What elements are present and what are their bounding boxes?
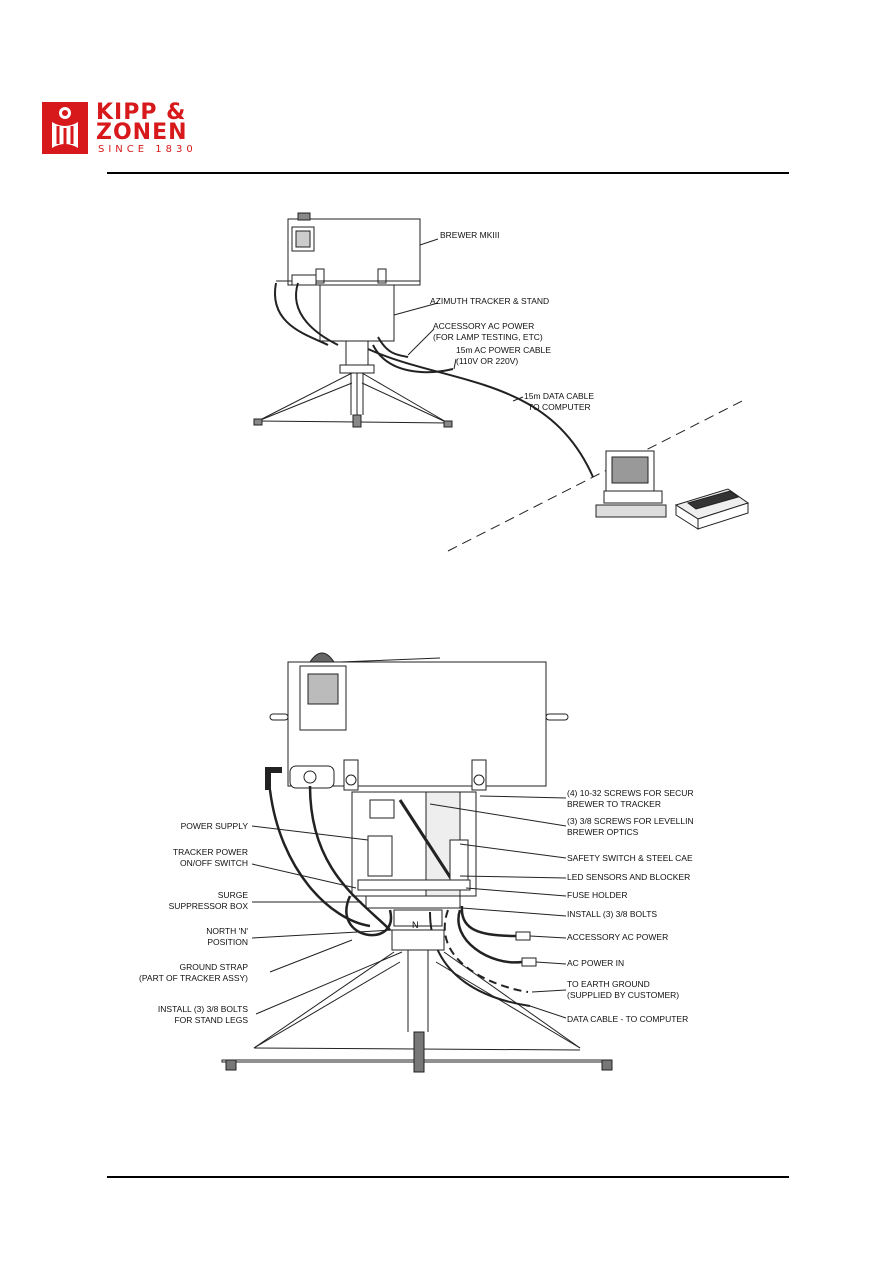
- fig2-right-label-8: ACCESSORY AC POWER: [567, 932, 668, 942]
- fig2-left-label-2: ON/OFF SWITCH: [180, 858, 248, 868]
- figure-brewer-setup: BREWER MKIII AZIMUTH TRACKER & STAND ACC…: [253, 212, 750, 552]
- logo-line1: KIPP &: [96, 100, 187, 125]
- fig2-right-label-4: SAFETY SWITCH & STEEL CAE: [567, 853, 693, 863]
- fig1-label-6: 15m DATA CABLE: [524, 391, 594, 401]
- fig2-right-label-10: TO EARTH GROUND: [567, 979, 650, 989]
- fig2-right-label-0: (4) 10-32 SCREWS FOR SECUR: [567, 788, 694, 798]
- fig2-left-label-10: FOR STAND LEGS: [174, 1015, 248, 1025]
- footer-rule: [107, 1176, 789, 1178]
- fig2-right-label-2: (3) 3/8 SCREWS FOR LEVELLIN: [567, 816, 694, 826]
- fig2-right-label-5: LED SENSORS AND BLOCKER: [567, 872, 690, 882]
- company-logo: KIPP & ZONEN SINCE 1830: [40, 100, 220, 160]
- fig2-left-label-0: POWER SUPPLY: [181, 821, 249, 831]
- fig1-label-1: AZIMUTH TRACKER & STAND: [430, 296, 549, 306]
- fig2-right-label-11: (SUPPLIED BY CUSTOMER): [567, 990, 679, 1000]
- fig1-label-2: ACCESSORY AC POWER: [433, 321, 534, 331]
- fig1-label-4: 15m AC POWER CABLE: [456, 345, 551, 355]
- fig2-left-label-6: POSITION: [207, 937, 248, 947]
- fig2-right-label-7: INSTALL (3) 3/8 BOLTS: [567, 909, 657, 919]
- fig2-right-label-12: DATA CABLE - TO COMPUTER: [567, 1014, 688, 1024]
- fig1-label-7: TO COMPUTER: [528, 402, 591, 412]
- computer-icon: [595, 450, 667, 518]
- fig2-left-label-1: TRACKER POWER: [173, 847, 248, 857]
- logo-tagline: SINCE 1830: [98, 144, 197, 155]
- fig2-left-label-8: (PART OF TRACKER ASSY): [139, 973, 248, 983]
- fig2-right-label-9: AC POWER IN: [567, 958, 624, 968]
- logo-line2: ZONEN: [96, 120, 188, 145]
- fig2-left-label-7: GROUND STRAP: [180, 962, 249, 972]
- header-rule: [107, 172, 789, 174]
- north-marker: N: [412, 920, 419, 930]
- fig2-right-label-6: FUSE HOLDER: [567, 890, 627, 900]
- fig2-left-label-3: SURGE: [218, 890, 249, 900]
- figure-tracker-detail: N POWER SUPPLY TRACKER POWER ON/OFF SWIT…: [139, 652, 694, 1073]
- fig2-left-label-9: INSTALL (3) 3/8 BOLTS: [158, 1004, 248, 1014]
- fig1-label-5: (110V OR 220V): [456, 356, 518, 366]
- fig2-right-label-1: BREWER TO TRACKER: [567, 799, 661, 809]
- tracker-box: [319, 284, 395, 342]
- printer-icon: [674, 488, 750, 530]
- fig1-label-0: BREWER MKIII: [440, 230, 500, 240]
- fig2-left-label-5: NORTH 'N': [206, 926, 248, 936]
- logo-emblem-icon: [42, 102, 88, 154]
- fig2-left-label-4: SUPPRESSOR BOX: [169, 901, 249, 911]
- fig1-label-3: (FOR LAMP TESTING, ETC): [433, 332, 543, 342]
- fig2-right-label-3: BREWER OPTICS: [567, 827, 639, 837]
